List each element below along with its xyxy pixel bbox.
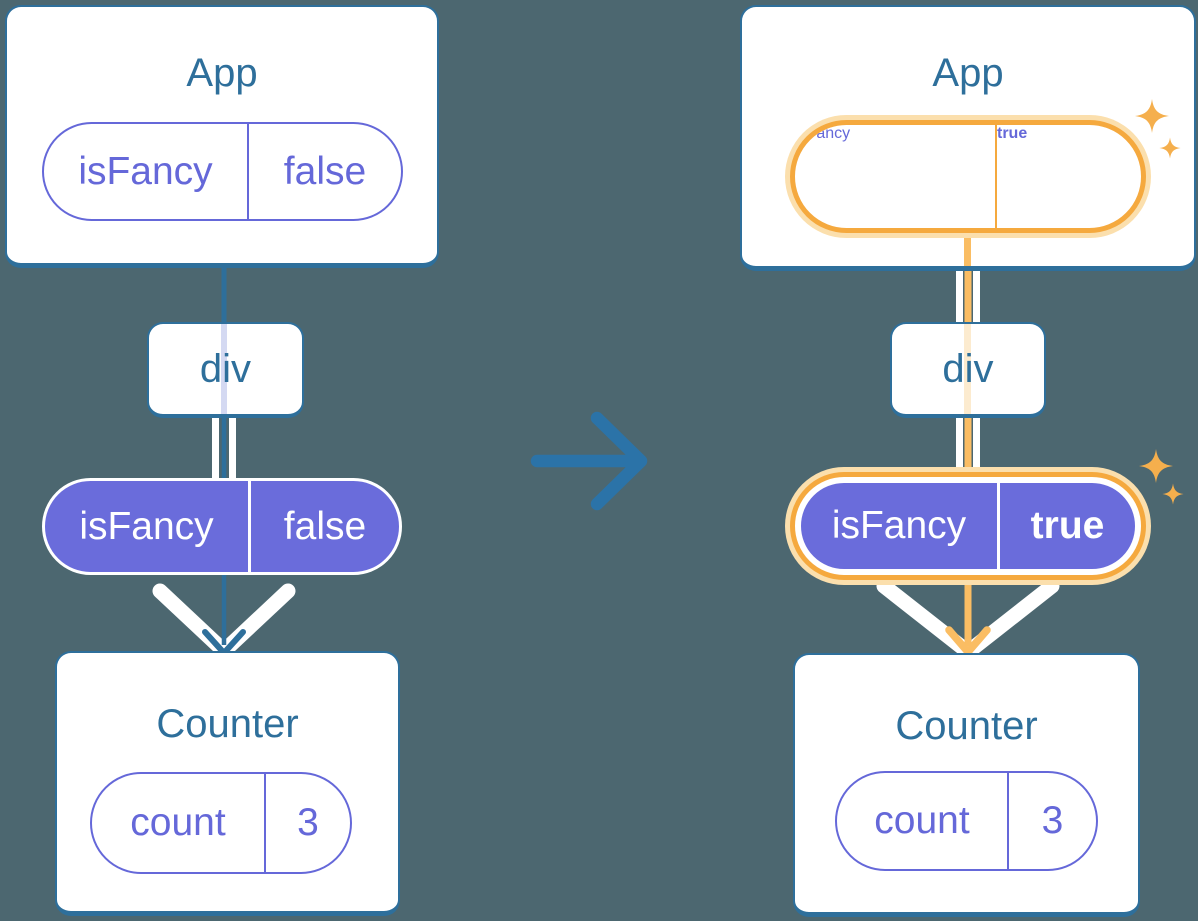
state-name-cell: count <box>874 799 970 842</box>
before-div-label: div <box>199 346 252 391</box>
after-app-card: App isFancy true <box>740 5 1196 271</box>
state-value-cell: 3 <box>1007 773 1096 869</box>
prop-name-cell: isFancy <box>79 504 214 548</box>
after-counter-title: Counter <box>895 704 1038 748</box>
before-count-state-pill: count 3 <box>90 772 352 874</box>
after-count-state-pill: count 3 <box>835 771 1098 871</box>
after-app-title: App <box>932 51 1004 95</box>
prop-value-cell: true <box>995 125 1141 228</box>
after-app-state-line <box>964 233 971 266</box>
prop-name-cell: isFancy <box>78 149 213 193</box>
prop-value-cell: false <box>248 481 399 572</box>
prop-name-cell: isFancy <box>795 125 851 142</box>
transition-arrow-icon <box>530 411 648 511</box>
before-div-pass-line <box>221 324 227 414</box>
before-div-node: div <box>147 322 304 418</box>
after-app-prop-pill: isFancy true <box>795 125 1141 228</box>
after-div-label: div <box>942 346 994 391</box>
after-passed-prop-pill-highlight: isFancy true <box>790 472 1146 580</box>
before-counter-title: Counter <box>156 702 299 746</box>
prop-value-cell: false <box>247 124 401 219</box>
state-value-cell: 3 <box>264 774 350 872</box>
state-name-cell: count <box>130 801 226 844</box>
before-passed-prop-pill: isFancy false <box>42 478 402 575</box>
before-counter-card: Counter count 3 <box>55 651 400 916</box>
before-app-title: App <box>186 51 258 95</box>
after-counter-card: Counter count 3 <box>793 653 1140 917</box>
after-div-node: div <box>890 322 1046 418</box>
after-passed-prop-pill: isFancy true <box>798 480 1138 572</box>
prop-value-cell: true <box>997 483 1135 569</box>
after-edge-arrowhead-icon <box>945 626 991 656</box>
prop-name-cell: isFancy <box>831 504 967 547</box>
before-app-card: App isFancy false <box>5 5 439 268</box>
before-app-prop-pill: isFancy false <box>42 122 403 221</box>
after-div-pass-line <box>964 324 971 414</box>
after-app-prop-pill-highlight: isFancy true <box>790 120 1146 233</box>
